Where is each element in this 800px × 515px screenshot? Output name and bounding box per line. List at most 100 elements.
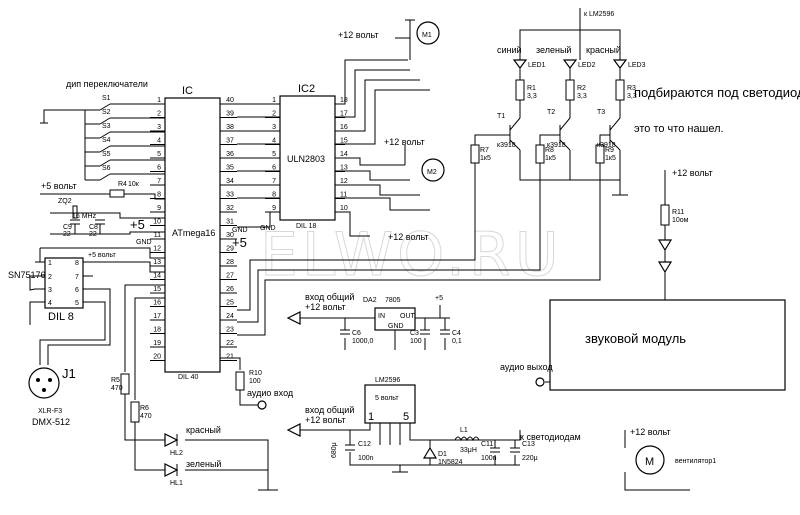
da2-label: DA2 [363,297,377,304]
pin-number: 32 [226,205,234,212]
pin-number: 1 [157,97,161,104]
xlr-label: XLR-F3 [38,408,62,415]
hl-red-label: красный [186,425,221,435]
pin-number: 17 [340,111,348,118]
dil8-label: DIL 8 [48,311,74,323]
pin-number: 9 [272,205,276,212]
xtal-label: 16 MHz [72,213,97,220]
pin-number: 8 [157,192,161,199]
svg-text:1: 1 [48,260,52,267]
c12-value: 100n [358,455,374,462]
c-in-value: 680μ [331,442,338,458]
led3-label: LED3 [628,62,646,69]
r10-label: R10 [249,370,262,377]
pin-number: 38 [226,124,234,131]
r4-label: R4 [118,181,127,188]
sound-module-box [549,299,786,391]
ic-package: DIL 40 [178,374,198,381]
dip-label: дип переключатели [66,79,148,89]
to-leds-label: к светодиодам [520,432,581,442]
j1-label: J1 [62,366,76,381]
pin-number: 15 [153,286,161,293]
switch-s4: S4 [102,137,111,144]
switch-s6: S6 [102,165,111,172]
sn75176-chip: 12 34 87 65 [35,257,93,309]
motor1-wiring [335,19,430,145]
rgb-wiring [237,8,628,336]
plus12-uln: +12 вольт [388,232,429,242]
switch-s2: S2 [102,109,111,116]
ic2-gnd-label: GND [260,225,276,232]
gnd-left: GND [136,239,152,246]
fan-label: вентилятор1 [675,458,716,465]
r1-value: 3,3 [527,93,537,100]
pin-number: 25 [226,300,234,307]
switch-s3: S3 [102,123,111,130]
c3-value: 100 [410,338,422,345]
l1-value: 33μH [460,447,477,454]
pin-number: 10 [340,205,348,212]
r2-label: R2 [577,85,586,92]
sound-module-wiring [545,170,670,383]
rgb-leds [512,59,628,69]
lm2596-wiring [300,423,521,473]
pin-number: 17 [153,313,161,320]
d1-diode [422,446,438,459]
gnd-right: GND [232,227,248,234]
audio-out-label: аудио выход [500,362,553,372]
r5-label: R5 [111,377,120,384]
svg-text:2: 2 [48,274,52,281]
r8-label: R8 [545,147,554,154]
svg-text:8: 8 [75,260,79,267]
plus12-sound: +12 вольт [672,168,713,178]
input-common-2: вход общий [305,405,354,415]
d1-value: 1N5824 [438,459,463,466]
c11-label: C11 [481,441,493,448]
ic2-package: DIL 18 [296,223,316,230]
reg7805-wiring [300,305,450,350]
pin-number: 12 [340,178,348,185]
pin-number: 13 [153,259,161,266]
lm-pin5: 5 [403,411,409,423]
l1-label: L1 [460,427,468,434]
lm2596-volt: 5 вольт [375,395,399,402]
plus5-right: +5 [232,235,247,250]
c4-value: 0,1 [452,338,462,345]
reset-network [40,189,165,235]
led1-label: LED1 [528,62,546,69]
motor2-wiring [335,145,430,211]
pin-number: 11 [154,232,161,239]
r2-value: 3,3 [577,93,587,100]
audio-in-jack [257,400,267,410]
r7-value: 1к5 [480,155,491,162]
c6-label: C6 [352,330,361,337]
plus5-left: +5 [130,217,145,232]
status-led-wiring [120,284,278,491]
reg-in: IN [378,313,385,320]
fan-motor-icon [635,445,665,475]
switch-s1: S1 [102,95,111,102]
pin-number: 36 [226,151,234,158]
fan-wiring [624,430,690,491]
svg-text:7: 7 [75,274,79,281]
t1-type: к3918 [497,142,516,149]
r9-label: R9 [605,147,614,154]
pin-number: 1 [272,97,276,104]
pin-number: 4 [272,138,276,145]
audio-out-jack [535,377,545,387]
svg-text:4: 4 [48,300,52,307]
reg-gnd: GND [388,323,404,330]
to-lm2596-label: к LM2596 [584,11,614,18]
pin-number: 35 [226,165,234,172]
atmega16-chip: IC ATmega16 DIL 40 123456789101112131415… [150,85,237,381]
led2-label: LED2 [578,62,596,69]
c9-value: 22 [63,231,71,238]
r6-value: 470 [140,413,152,420]
dmx-wires [29,247,165,365]
bus-wires [237,103,280,228]
d1-label: D1 [438,451,447,458]
hl2-label: HL2 [170,450,183,457]
